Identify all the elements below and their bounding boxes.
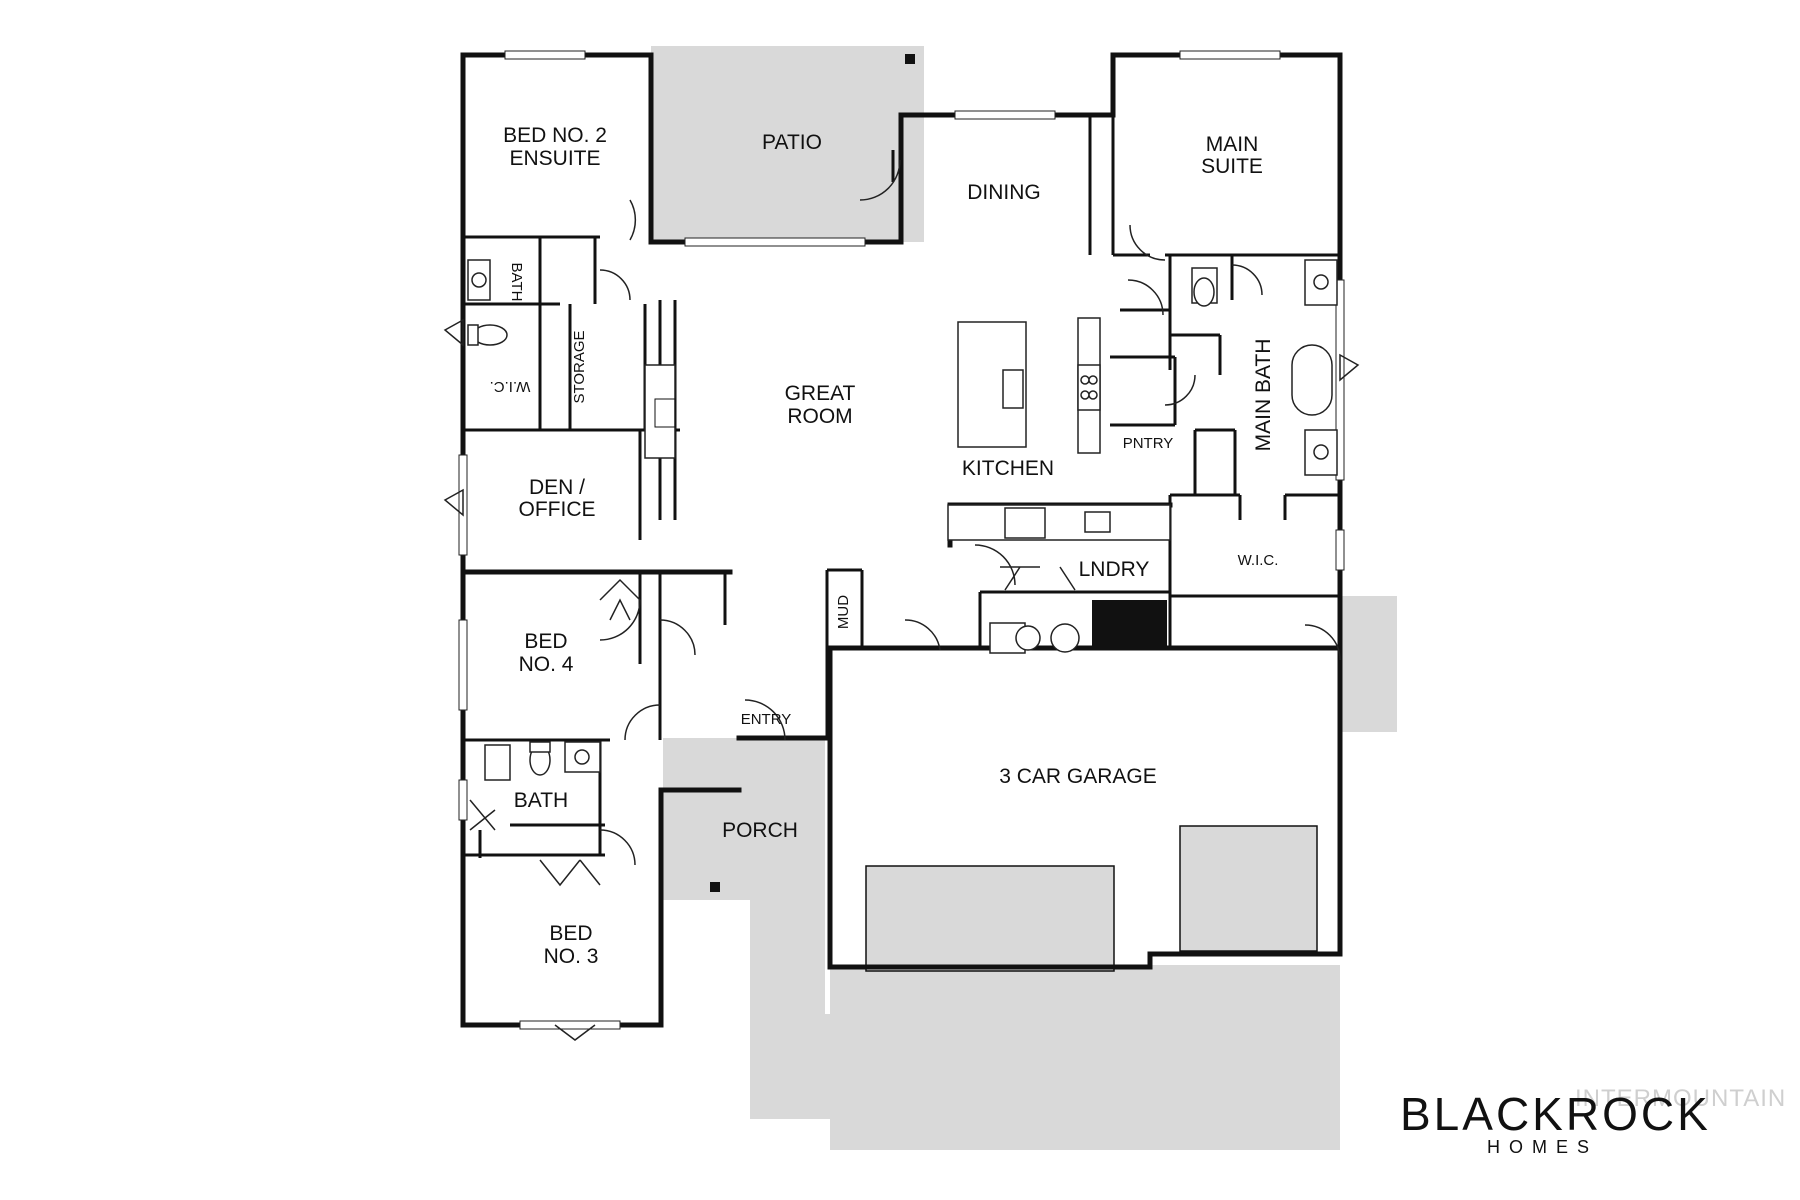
label-dining: DINING (967, 181, 1041, 204)
label-den: DEN / (529, 476, 585, 499)
patio-area (651, 46, 924, 242)
label-laundry: LNDRY (1079, 558, 1150, 581)
label-patio: PATIO (762, 131, 822, 154)
label-kitchen: KITCHEN (962, 457, 1054, 480)
fixtures (467, 259, 1338, 781)
door-swings (443, 159, 1360, 1041)
label-main-suite-line2: SUITE (1201, 155, 1263, 178)
label-bath-lower: BATH (514, 789, 568, 812)
label-wic-left: W.I.C. (490, 378, 531, 395)
label-garage: 3 CAR GARAGE (999, 765, 1157, 788)
label-bath-upper: BATH (508, 263, 525, 302)
side-slab (1340, 596, 1397, 732)
label-great-room: GREAT (785, 382, 856, 405)
driveway (830, 825, 1340, 1150)
label-pantry: PNTRY (1123, 435, 1174, 452)
label-porch: PORCH (722, 819, 798, 842)
label-main-suite: MAIN (1206, 133, 1259, 156)
label-bed2-line2: ENSUITE (509, 147, 600, 170)
brand-logo: INTERMOUNTAIN BLACKROCK HOMES (1400, 1085, 1786, 1157)
label-storage: STORAGE (571, 330, 588, 403)
label-main-bath: MAIN BATH (1252, 339, 1275, 452)
label-wic-right: W.I.C. (1238, 552, 1279, 569)
label-den-line2: OFFICE (519, 498, 596, 521)
label-bed3: BED (549, 922, 592, 945)
label-bed4-line2: NO. 4 (519, 653, 574, 676)
label-entry: ENTRY (741, 711, 792, 728)
label-bed2: BED NO. 2 (503, 124, 607, 147)
label-great-room-line2: ROOM (787, 405, 852, 428)
label-bed3-line2: NO. 3 (544, 945, 599, 968)
room-labels: BED NO. 2 ENSUITE PATIO DINING MAIN SUIT… (490, 124, 1279, 968)
brand-name: BLACKROCK (1400, 1088, 1711, 1140)
exterior-walls (460, 52, 1343, 1028)
watermark: INTERMOUNTAIN (1575, 1085, 1786, 1112)
brand-sub: HOMES (1487, 1137, 1598, 1157)
label-mud: MUD (835, 595, 852, 629)
label-bed4: BED (524, 630, 567, 653)
